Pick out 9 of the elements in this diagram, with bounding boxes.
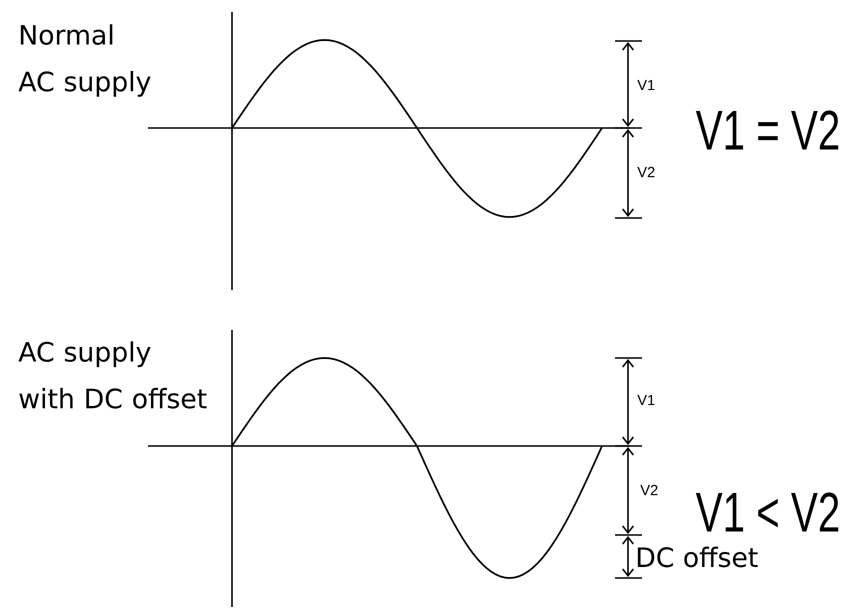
relation-text: V1 = V2 <box>696 110 838 150</box>
dimension-label: V1 <box>637 80 654 90</box>
dimension-label: V2 <box>640 484 658 496</box>
dimension-label: V2 <box>637 166 654 178</box>
dimension-label: DC offset <box>638 546 758 568</box>
relation-text: V1 < V2 <box>696 492 838 532</box>
panel-title: AC supply with DC offset <box>18 341 207 409</box>
dimension-label: V1 <box>637 394 654 406</box>
panel-title: Normal AC supply <box>18 24 151 97</box>
